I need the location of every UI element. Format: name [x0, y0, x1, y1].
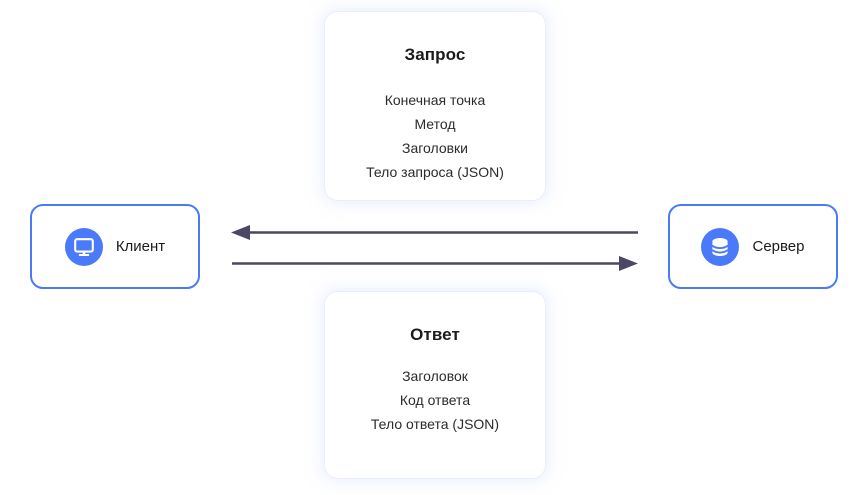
database-icon [701, 227, 740, 266]
client-node-content: Клиент [64, 227, 166, 266]
request-line-body: Тело запроса (JSON) [366, 164, 504, 180]
response-line-status-code: Код ответа [399, 392, 471, 408]
client-node: Клиент [30, 204, 200, 289]
server-node-content: Сервер [701, 227, 805, 266]
request-line-endpoint: Конечная точка [384, 92, 486, 108]
request-card: Запрос Конечная точка Метод Заголовки Те… [324, 11, 546, 201]
response-line-body: Тело ответа (JSON) [370, 416, 500, 432]
response-card: Ответ Заголовок Код ответа Тело ответа (… [324, 291, 546, 479]
client-node-label: Клиент [115, 238, 166, 255]
server-node: Сервер [668, 204, 838, 289]
request-line-headers: Заголовки [401, 140, 468, 156]
response-card-lines: Заголовок Код ответа Тело ответа (JSON) [325, 364, 545, 436]
monitor-icon [64, 227, 103, 266]
request-line-method: Метод [414, 116, 456, 132]
request-arrow [232, 256, 638, 271]
response-arrow [231, 225, 638, 240]
response-card-title: Ответ [410, 325, 460, 344]
request-card-lines: Конечная точка Метод Заголовки Тело запр… [325, 88, 545, 184]
request-card-title: Запрос [404, 45, 466, 64]
response-line-header: Заголовок [402, 368, 468, 384]
server-node-label: Сервер [752, 238, 805, 255]
